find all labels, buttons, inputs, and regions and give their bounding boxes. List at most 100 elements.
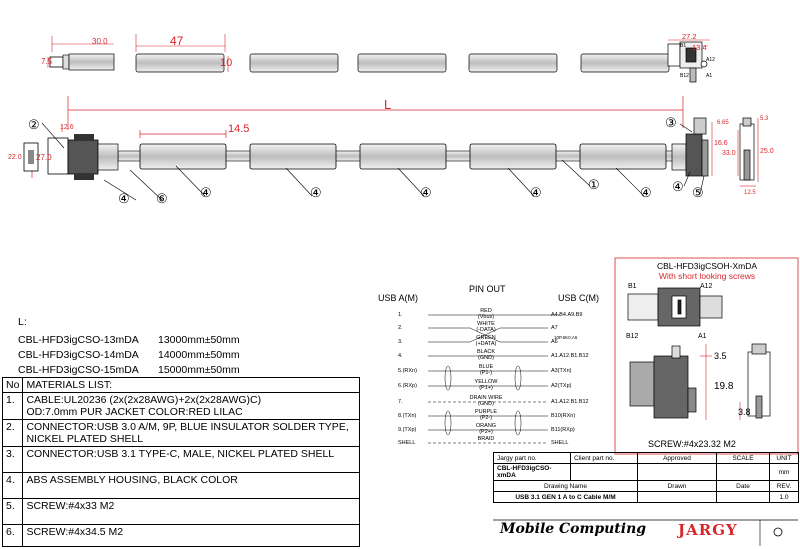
callout-4-d: ④ [420, 185, 432, 200]
wire-signal: (-DATA) [476, 327, 496, 333]
pin-right: A6 [551, 339, 558, 345]
pinout-lines [428, 314, 560, 444]
tb-unit: mm [769, 463, 799, 481]
wire-label: BLACK(GND) [456, 349, 516, 361]
wire-signal: (P2+) [479, 429, 493, 435]
mat-header: MATERIALS LIST: [22, 377, 361, 393]
mat-no: 5. [1, 498, 24, 525]
callout-6: ⑥ [156, 191, 168, 206]
pin-right: A3(TXn) [551, 368, 572, 374]
wire-label: RED(Vbus) [456, 308, 516, 320]
dim-12-5: 12.5 [744, 190, 756, 196]
wire-label: GREEN(+DATA) [456, 335, 516, 347]
jargy-logo: JARGY [678, 521, 738, 539]
dim-10: 10 [220, 57, 233, 69]
inset-dim-3-5: 3.5 [714, 351, 727, 361]
wire-label: BLUE(P1-) [456, 364, 516, 376]
length-value: 14000mm±50mm [158, 349, 240, 361]
tb-drawn-label: Drawn [637, 480, 717, 492]
inset-pin-b12: B12 [626, 333, 639, 340]
callout-4-g: ④ [672, 179, 684, 194]
inset-dim-lines [700, 344, 741, 420]
inset-connector-side [629, 343, 771, 419]
dim-length-l: L [384, 97, 392, 112]
dim-30: 30.0 [92, 37, 108, 46]
dim-27-2: 27.2 [682, 32, 697, 41]
wire-label: DRAIN WIRE(GND) [456, 395, 516, 407]
length-part: CBL-HFD3igCSO-15mDA [18, 364, 139, 376]
wire-color: GREEN [476, 335, 496, 341]
pin-left: 6.(RXp) [398, 383, 417, 389]
dim-14-5: 14.5 [228, 123, 250, 135]
title-block: Jargy part no. Client part no. Approved … [493, 452, 799, 503]
wire-color: PURPLE [474, 409, 497, 415]
dim-47: 47 [170, 34, 184, 48]
pin-right: A1.A12.B1.B12 [551, 353, 589, 359]
inset-subtitle: With short looking screws [658, 271, 756, 281]
mat-line: SCREW:#4x34.5 M2 [26, 526, 124, 538]
pin-right: A2(TXp) [551, 383, 572, 389]
wire-label: ORANG(P2+) [456, 423, 516, 435]
pin-left: 2. [398, 325, 403, 331]
dim-7-5: 7.5 [41, 57, 53, 66]
wire-color: RED [480, 308, 492, 314]
wire-color: BRAID [477, 436, 495, 442]
dim-33-0: 33.0 [722, 150, 736, 157]
pin-right: B11(RXp) [551, 427, 575, 433]
dim-22-0: 22.0 [8, 154, 22, 161]
mobile-computing-logo: Mobile Computing [500, 521, 647, 537]
tb-jargy-part-label: Jargy part no. [493, 452, 571, 464]
inset-title-block: CBL-HFD3igCSOH-XmDA With short looking s… [616, 261, 798, 281]
tb-date-label: Date [716, 480, 770, 492]
tb-scale [716, 463, 770, 481]
callout-2: ② [28, 117, 40, 132]
dim-27-0: 27.0 [36, 153, 52, 162]
pin-right: A7 [551, 325, 558, 331]
wire-label: PURPLE(P2-) [456, 409, 516, 421]
inset-dim-19-8: 19.8 [714, 381, 734, 392]
projection-symbol [773, 527, 783, 537]
length-label: L: [18, 316, 27, 328]
wire-signal: (P1-) [479, 370, 493, 376]
mat-line: NICKEL PLATED SHELL [26, 433, 144, 445]
mat-line: ABS ASSEMBLY HOUSING, BLACK COLOR [26, 474, 238, 486]
mat-header-no: No [1, 377, 24, 393]
pinout-title: PIN OUT [469, 284, 506, 294]
inset-pin-a1: A1 [698, 333, 707, 340]
length-value: 13000mm±50mm [158, 334, 240, 346]
callout-4-a: ④ [118, 191, 130, 206]
c-dim-lines [711, 118, 759, 187]
pinout-left-header: USB A(M) [378, 293, 419, 303]
mat-line: CONNECTOR:USB 3.1 TYPE-C, MALE, NICKEL P… [26, 448, 335, 460]
wire-label: YELLOW(P1+) [456, 379, 516, 391]
inset-connector-top [627, 287, 723, 327]
mat-no: 3. [1, 446, 24, 473]
pin-right: SHELL [551, 440, 569, 446]
top-dim-lines [47, 34, 710, 72]
usb-c-connector [671, 117, 755, 181]
tb-approved-label: Approved [637, 452, 717, 464]
tb-rev: 1.0 [769, 491, 799, 503]
callout-1: ① [588, 177, 600, 192]
tb-client-part [570, 463, 638, 481]
pin-left: 1. [398, 312, 403, 318]
pinout-note: 10P.6K0.A5 [554, 335, 578, 340]
main-sleeves [139, 143, 667, 170]
wire-color: DRAIN WIRE [469, 395, 503, 401]
mat-line: SCREW:#4x33 M2 [26, 500, 115, 512]
tb-drawn [637, 491, 717, 503]
tb-scale-label: SCALE [716, 452, 770, 464]
inset-title: CBL-HFD3igCSOH-XmDA [656, 261, 758, 271]
callout-5: ⑤ [692, 185, 704, 200]
callout-leaders [41, 122, 705, 201]
pinout-right-header: USB C(M) [558, 293, 599, 303]
wire-signal: (GND) [478, 401, 494, 407]
tb-client-part-label: Client part no. [570, 452, 638, 464]
pin-right: B10(RXn) [551, 413, 576, 419]
wire-color: ORANG [475, 423, 497, 429]
tb-date [716, 491, 770, 503]
